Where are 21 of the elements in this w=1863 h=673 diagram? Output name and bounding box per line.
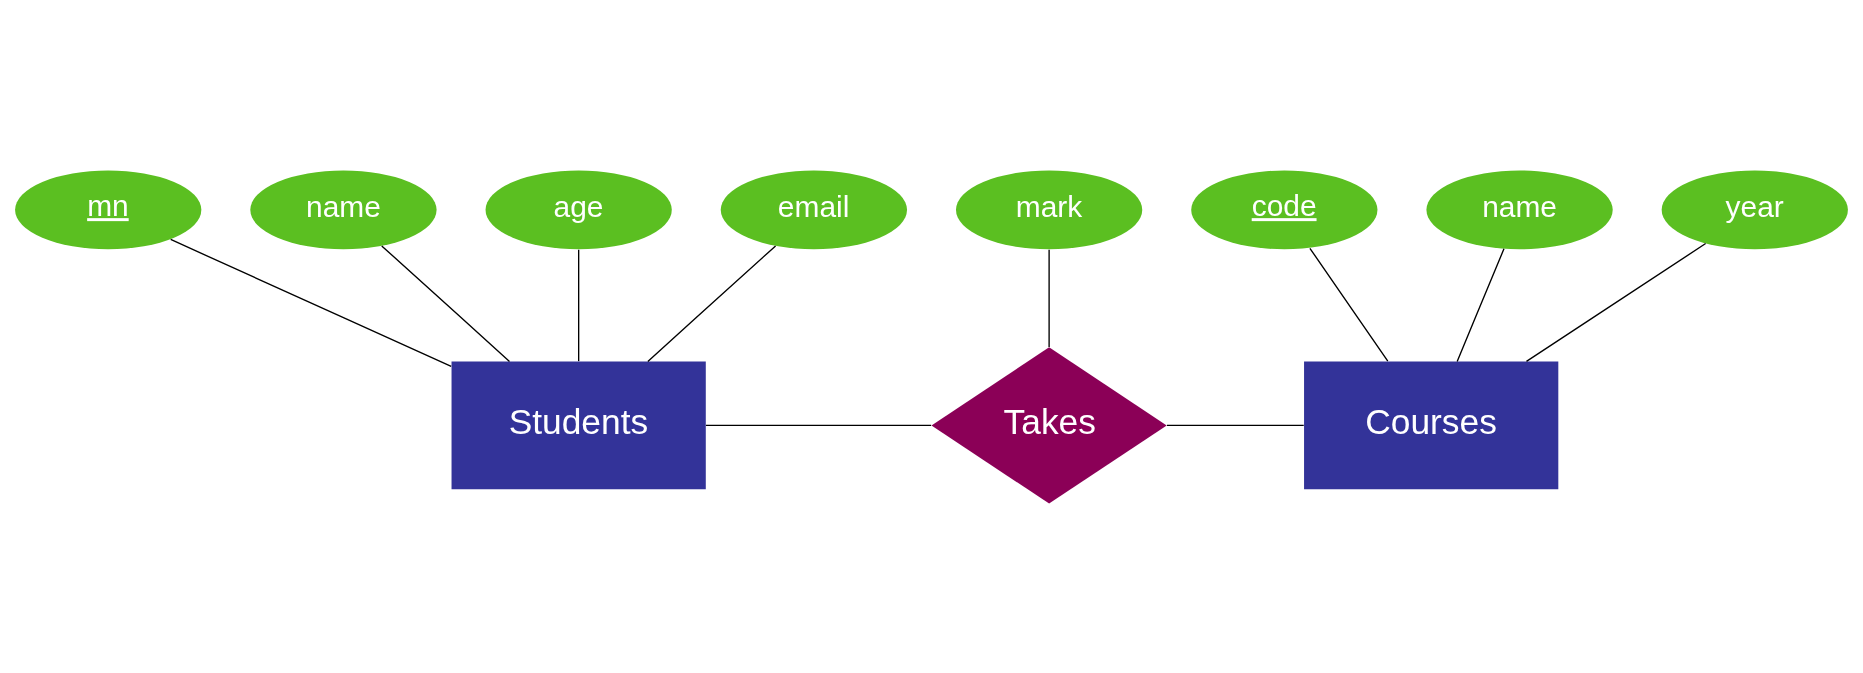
connector [170,238,452,367]
node-ellipse: email [720,169,908,249]
node-ellipse: age [485,169,672,249]
connector [647,244,777,362]
connector [1048,248,1050,348]
node-ellipse: mn [15,169,202,249]
node-box: Students [451,360,706,489]
node-ellipse: name [250,169,437,249]
connector [1525,242,1707,362]
node-ellipse: year [1661,169,1848,249]
node-box: Courses [1304,360,1559,489]
node-ellipse: mark [955,169,1143,249]
connector [1309,247,1389,362]
connector [578,248,580,362]
connector [705,424,932,426]
connector [1166,424,1305,426]
node-ellipse: code [1191,169,1378,249]
connector [1456,247,1505,362]
node-diamond: Takes [931,346,1167,504]
connector [381,244,511,362]
node-ellipse: name [1426,169,1613,249]
